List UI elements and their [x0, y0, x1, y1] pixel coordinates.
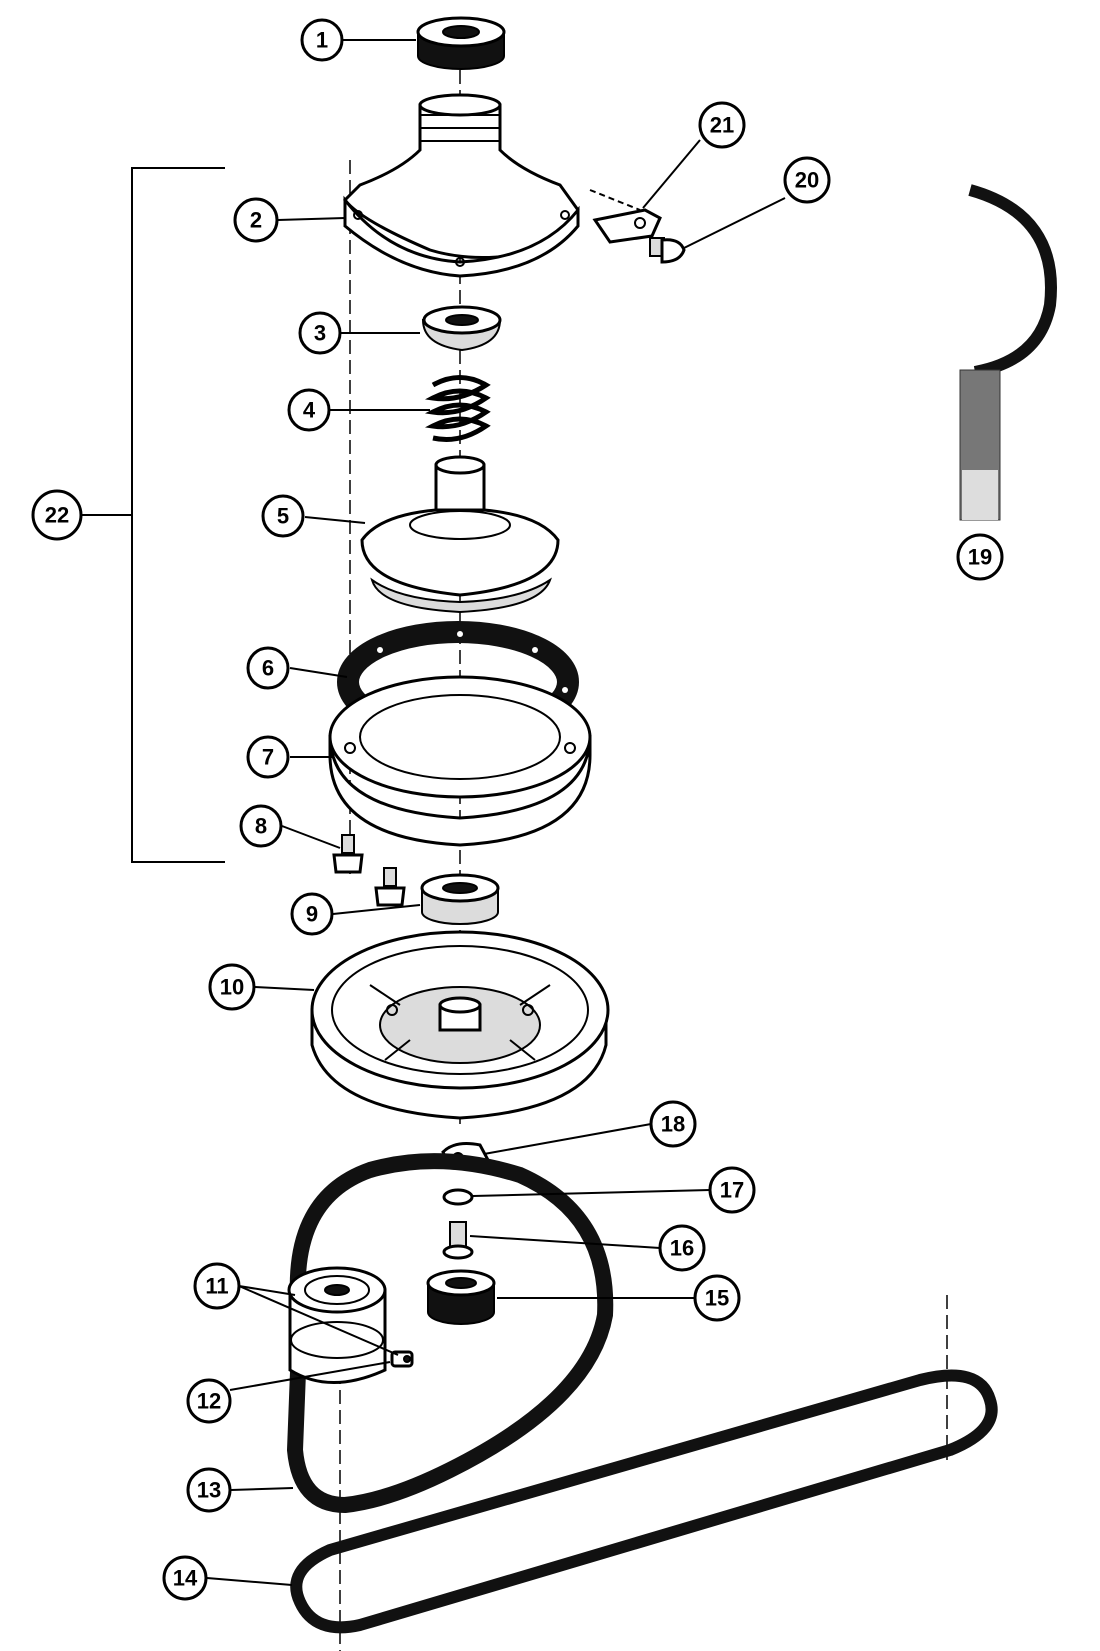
callout-12-label: 12 — [197, 1389, 221, 1414]
callout-21-label: 21 — [710, 113, 734, 138]
part-4-spring — [424, 375, 491, 442]
callout-16: 16 — [658, 1224, 706, 1272]
part-11-motor-pulley — [287, 1266, 387, 1384]
part-13-drive-belt — [286, 1153, 614, 1514]
callout-17: 17 — [708, 1166, 756, 1214]
callout-11-label: 11 — [205, 1274, 228, 1299]
callout-13: 13 — [186, 1467, 232, 1513]
callout-14: 14 — [162, 1555, 208, 1601]
callout-4-label: 4 — [303, 398, 316, 423]
callout-21: 21 — [698, 101, 746, 149]
callout-13-label: 13 — [197, 1478, 221, 1503]
callout-8-label: 8 — [255, 814, 267, 839]
callout-1: 1 — [300, 18, 344, 62]
leader-lines — [206, 39, 786, 1586]
callout-10: 10 — [208, 963, 256, 1011]
callout-5-label: 5 — [277, 504, 289, 529]
part-10-pulley — [310, 930, 610, 1120]
callout-9: 9 — [290, 892, 334, 936]
callout-15-label: 15 — [705, 1286, 729, 1311]
part-9-bearing — [420, 873, 500, 925]
callout-18: 18 — [649, 1100, 697, 1148]
part-8-bolts — [332, 834, 406, 907]
part-20-screw — [649, 237, 686, 264]
callout-3-label: 3 — [314, 321, 326, 346]
callout-10-label: 10 — [220, 975, 244, 1000]
callout-20: 20 — [783, 156, 831, 204]
callout-15: 15 — [693, 1274, 741, 1322]
part-21-clip — [589, 189, 662, 244]
assembly-axis — [339, 50, 948, 1651]
part-15-bushing — [426, 1269, 496, 1325]
part-14-motor-belt — [290, 1369, 998, 1634]
callout-7-label: 7 — [262, 745, 274, 770]
part-2-housing — [343, 93, 580, 278]
callout-3: 3 — [298, 311, 342, 355]
callout-9-label: 9 — [306, 902, 318, 927]
callout-7: 7 — [246, 735, 290, 779]
callout-12: 12 — [186, 1378, 232, 1424]
part-19-brake-band — [959, 184, 1057, 521]
callout-18-label: 18 — [661, 1112, 685, 1137]
callout-16-label: 16 — [670, 1236, 694, 1261]
callout-6-label: 6 — [262, 656, 274, 681]
callout-20-label: 20 — [795, 168, 819, 193]
part-17-washer — [442, 1188, 474, 1206]
callout-4: 4 — [287, 388, 331, 432]
callout-11: 11 — [193, 1262, 241, 1310]
callout-19: 19 — [956, 533, 1004, 581]
callout-2-label: 2 — [250, 208, 262, 233]
callout-8: 8 — [239, 804, 283, 848]
part-1-bearing — [416, 16, 506, 70]
part-7-base-ring — [328, 675, 592, 847]
callout-19-label: 19 — [968, 545, 992, 570]
callout-6: 6 — [246, 646, 290, 690]
assembly-bracket — [82, 167, 225, 863]
callout-14-label: 14 — [173, 1566, 198, 1591]
callout-1-label: 1 — [316, 28, 328, 53]
part-5-hub — [360, 455, 560, 614]
part-16-screw — [442, 1221, 474, 1260]
callout-17-label: 17 — [720, 1178, 744, 1203]
callout-22-label: 22 — [45, 503, 69, 528]
callout-22: 22 — [31, 489, 83, 541]
callout-5: 5 — [261, 494, 305, 538]
callout-2: 2 — [233, 197, 279, 243]
part-3-seal — [421, 305, 502, 352]
